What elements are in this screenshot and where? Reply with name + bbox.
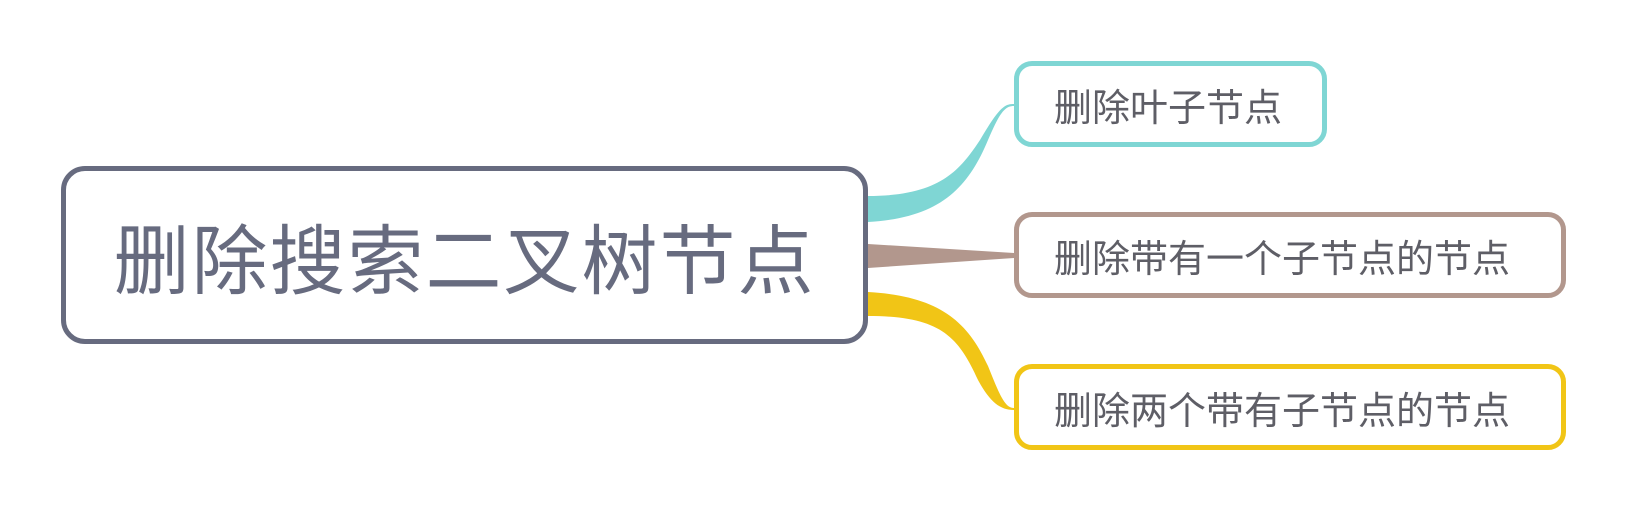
- branch-connector-3: [868, 292, 1014, 410]
- child-node-label: 删除带有一个子节点的节点: [1054, 236, 1511, 281]
- branch-connector-2: [868, 244, 1014, 268]
- child-node-delete-two-children[interactable]: 删除两个带有子节点的节点: [1014, 364, 1566, 450]
- child-node-delete-leaf[interactable]: 删除叶子节点: [1014, 61, 1327, 147]
- child-node-label: 删除两个带有子节点的节点: [1054, 388, 1511, 433]
- child-node-label: 删除叶子节点: [1054, 85, 1283, 130]
- child-node-delete-one-child[interactable]: 删除带有一个子节点的节点: [1014, 212, 1566, 298]
- root-node[interactable]: 删除搜索二叉树节点: [61, 166, 868, 344]
- branch-connector-1: [868, 104, 1014, 222]
- root-node-label: 删除搜索二叉树节点: [113, 217, 816, 306]
